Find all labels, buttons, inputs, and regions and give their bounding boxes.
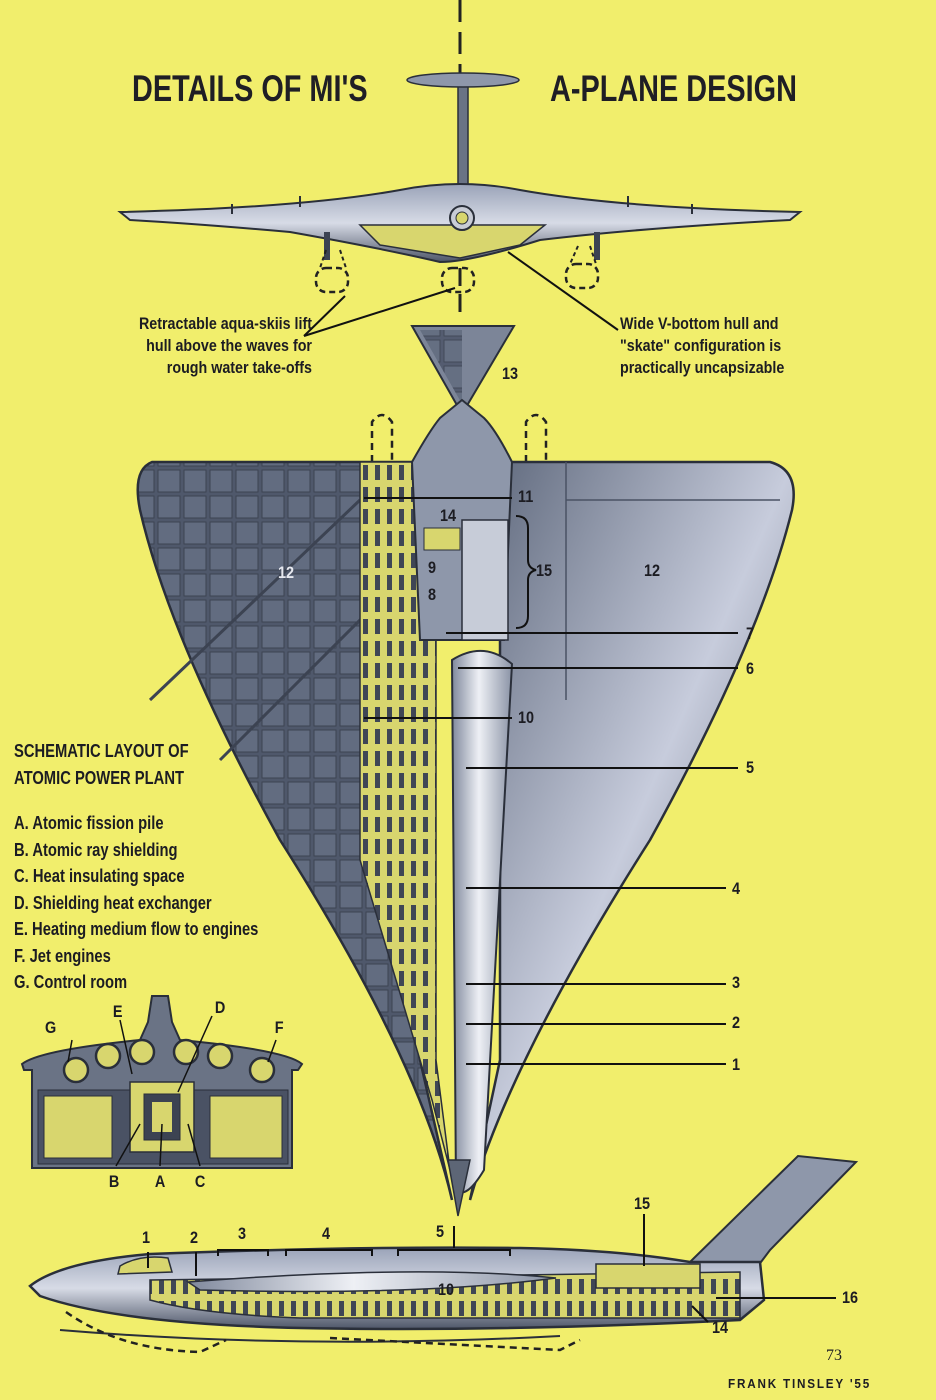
legend-heading-line1: SCHEMATIC LAYOUT OF [14,741,189,761]
callout-aqua-skis: Retractable aqua-skiis lift hull above t… [117,313,312,379]
label-9: 9 [428,558,437,577]
callout-skis-line3: rough water take-offs [166,358,312,377]
legend-item: G. Control room [14,972,128,992]
callout-hull-line2: "skate" configuration is [620,336,782,355]
label-12-right: 12 [644,561,661,580]
callout-skis-line1: Retractable aqua-skiis lift [138,314,312,333]
legend-item: F. Jet engines [14,945,111,966]
side-label-1: 1 [142,1228,151,1247]
label-1: 1 [732,1055,741,1074]
label-11: 11 [518,487,534,506]
legend-item: B. Atomic ray shielding [14,839,178,860]
side-view [28,1154,859,1354]
title-right: A-PLANE DESIGN [550,68,797,109]
section-label-f: F [274,1018,284,1037]
page-number: 73 [826,1347,842,1364]
legend-list: A. Atomic fission pile B. Atomic ray shi… [14,810,258,996]
plan-view [136,325,795,1217]
title-left: DETAILS OF MI'S [132,68,368,109]
callout-skis-line2: hull above the waves for [146,336,312,355]
powerplant-section [20,995,304,1169]
section-label-b: B [108,1172,120,1191]
section-label-c: C [194,1172,206,1191]
label-14: 14 [440,506,457,525]
legend-heading: SCHEMATIC LAYOUT OF ATOMIC POWER PLANT [14,738,189,792]
label-13: 13 [502,364,519,383]
label-8: 8 [428,585,437,604]
callout-hull-line1: Wide V-bottom hull and [620,314,779,333]
artist-credit: FRANK TINSLEY '55 [728,1376,872,1391]
side-label-3: 3 [238,1224,247,1243]
front-view [117,72,803,294]
label-7: 7 [746,624,755,643]
side-label-10: 10 [438,1280,455,1299]
label-10: 10 [518,708,535,727]
side-label-5: 5 [436,1222,445,1241]
label-12-left: 12 [278,563,295,582]
section-label-d: D [214,998,226,1017]
section-label-g: G [44,1018,57,1037]
legend-heading-line2: ATOMIC POWER PLANT [14,768,185,788]
legend-item: D. Shielding heat exchanger [14,892,212,913]
label-5: 5 [746,758,755,777]
label-6: 6 [746,659,755,678]
callout-hull-line3: practically uncapsizable [620,358,785,377]
legend-item: E. Heating medium flow to engines [14,919,259,939]
legend-item: A. Atomic fission pile [14,813,164,833]
legend-item: C. Heat insulating space [14,866,185,886]
label-2: 2 [732,1013,741,1032]
label-4: 4 [732,879,741,898]
callout-v-hull: Wide V-bottom hull and "skate" configura… [620,313,784,379]
label-3: 3 [732,973,741,992]
side-label-14: 14 [712,1318,729,1337]
section-label-e: E [112,1002,123,1021]
side-label-4: 4 [322,1224,331,1243]
label-15: 15 [536,561,553,580]
side-label-15: 15 [634,1194,651,1213]
side-label-2: 2 [190,1228,199,1247]
section-label-a: A [154,1172,166,1191]
side-label-16: 16 [842,1288,859,1307]
